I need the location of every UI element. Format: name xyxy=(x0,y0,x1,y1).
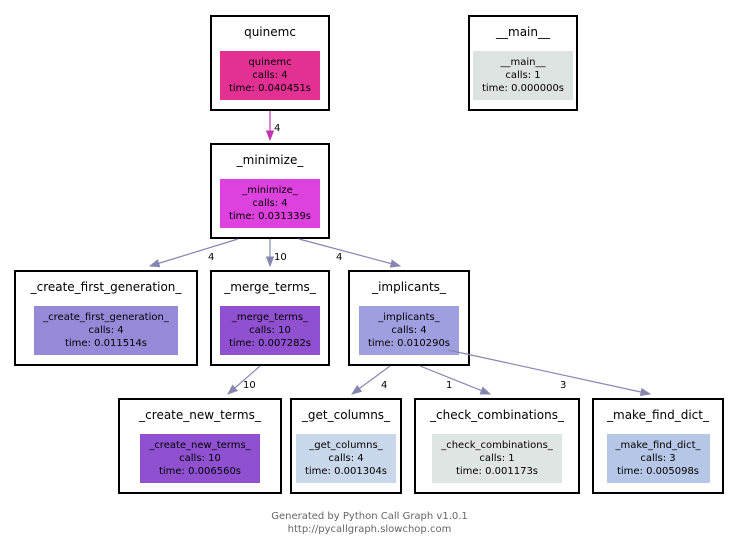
edge-implicants-get_columns xyxy=(351,365,391,395)
node-inner-box: __main__ calls: 1 time: 0.000000s xyxy=(472,51,574,100)
node-inner-box: _create_first_generation_ calls: 4 time: 0… xyxy=(34,306,178,355)
edge-label-minimize-merge_terms: 10 xyxy=(274,252,287,263)
node-func-name: _implicants_ xyxy=(378,312,440,323)
node-func-name: _merge_terms_ xyxy=(231,312,309,323)
edge-label-implicants-check_combinations: 1 xyxy=(446,380,452,391)
node-inner-box: _create_new_terms_ calls: 10 time: 0.00656… xyxy=(140,434,260,483)
node-func-name: _make_find_dict_ xyxy=(615,440,701,451)
edge-label-implicants-make_find_dict: 3 xyxy=(560,380,566,391)
node-title: __main__ xyxy=(496,25,550,39)
node-func-name: _create_new_terms_ xyxy=(149,440,251,451)
node-time: time: 0.011514s xyxy=(64,338,148,349)
node-title: _create_first_generation_ xyxy=(30,280,182,294)
node-calls: calls: 4 xyxy=(88,325,124,336)
node-inner-box: quinemc calls: 4 time: 0.040451s xyxy=(219,51,321,100)
node-inner-box: _merge_terms_ calls: 10 time: 0.007282s xyxy=(219,306,321,355)
node-time: time: 0.040451s xyxy=(228,83,312,94)
node-inner-box: _make_find_dict_ calls: 3 time: 0.005098s xyxy=(606,434,710,483)
node-calls: calls: 4 xyxy=(328,453,364,464)
edge-implicants-check_combinations xyxy=(419,365,492,395)
edge-minimize-create_first_generation xyxy=(148,238,239,268)
node-title: _create_new_terms_ xyxy=(139,408,261,422)
edge-label-quinemc-minimize: 4 xyxy=(274,123,280,134)
node-title: _check_combinations_ xyxy=(430,408,564,422)
node-title: _implicants_ xyxy=(372,280,446,294)
node-time: time: 0.000000s xyxy=(481,83,565,94)
node-calls: calls: 4 xyxy=(391,325,427,336)
edge-merge_terms-create_new_terms xyxy=(227,365,261,395)
node-time: time: 0.007282s xyxy=(228,338,312,349)
node-calls: calls: 10 xyxy=(249,325,291,336)
footer-url-text: http://pycallgraph.slowchop.com xyxy=(287,524,452,535)
node-calls: calls: 4 xyxy=(252,198,288,209)
node-quinemc: quinemc quinemc calls: 4 time: 0.040451s xyxy=(210,15,330,111)
edge-label-merge_terms-create_new_terms: 10 xyxy=(243,380,256,391)
node-calls: calls: 4 xyxy=(252,70,288,81)
footer: Generated by Python Call Graph v1.0.1 ht… xyxy=(0,510,739,536)
footer-generator-text: Generated by Python Call Graph v1.0.1 xyxy=(271,511,468,522)
node-make_find_dict: _make_find_dict_ _make_find_dict_ calls: 3… xyxy=(592,398,724,494)
edge-label-minimize-create_first_generation: 4 xyxy=(208,252,214,263)
node-calls: calls: 10 xyxy=(179,453,221,464)
edge-label-minimize-implicants: 4 xyxy=(336,252,342,263)
node-implicants: _implicants_ _implicants_ calls: 4 time: 0.… xyxy=(348,270,470,366)
node-calls: calls: 3 xyxy=(640,453,676,464)
node-minimize: _minimize_ _minimize_ calls: 4 time: 0.0313… xyxy=(210,143,330,239)
node-calls: calls: 1 xyxy=(505,70,541,81)
node-get_columns: _get_columns_ _get_columns_ calls: 4 time: … xyxy=(290,398,402,494)
node-time: time: 0.001173s xyxy=(455,466,539,477)
node-title: quinemc xyxy=(244,25,296,39)
node-func-name: __main__ xyxy=(500,57,546,68)
node-inner-box: _check_combinations_ calls: 1 time: 0.0011… xyxy=(432,434,562,483)
node-create_new_terms: _create_new_terms_ _create_new_terms_call… xyxy=(118,398,282,494)
edge-implicants-make_find_dict xyxy=(447,349,652,397)
node-title: _minimize_ xyxy=(236,153,304,167)
node-check_combinations: _check_combinations__check_combinations_… xyxy=(414,398,580,494)
node-func-name: _minimize_ xyxy=(242,185,298,196)
node-inner-box: _get_columns_ calls: 4 time: 0.001304s xyxy=(295,434,397,483)
node-time: time: 0.010290s xyxy=(367,338,451,349)
edge-minimize-implicants xyxy=(298,238,402,268)
node-merge_terms: _merge_terms_ _merge_terms_ calls: 10 time:… xyxy=(210,270,330,366)
node-time: time: 0.006560s xyxy=(158,466,242,477)
node-func-name: quinemc xyxy=(248,57,292,68)
node-time: time: 0.001304s xyxy=(304,466,388,477)
node-create_first_generation: _create_first_generation__create_first_g… xyxy=(14,270,198,366)
edge-label-implicants-get_columns: 4 xyxy=(381,380,387,391)
node-inner-box: _minimize_ calls: 4 time: 0.031339s xyxy=(219,179,321,228)
node-inner-box: _implicants_ calls: 4 time: 0.010290s xyxy=(358,306,460,355)
node-func-name: _create_first_generation_ xyxy=(43,312,169,323)
node-title: _merge_terms_ xyxy=(224,280,316,294)
node-main: __main__ __main__ calls: 1 time: 0.000000s xyxy=(468,15,578,111)
node-title: _get_columns_ xyxy=(301,408,391,422)
node-title: _make_find_dict_ xyxy=(607,408,709,422)
node-func-name: _get_columns_ xyxy=(309,440,383,451)
node-func-name: _check_combinations_ xyxy=(441,440,553,451)
node-calls: calls: 1 xyxy=(479,453,515,464)
node-time: time: 0.005098s xyxy=(616,466,700,477)
node-time: time: 0.031339s xyxy=(228,211,312,222)
